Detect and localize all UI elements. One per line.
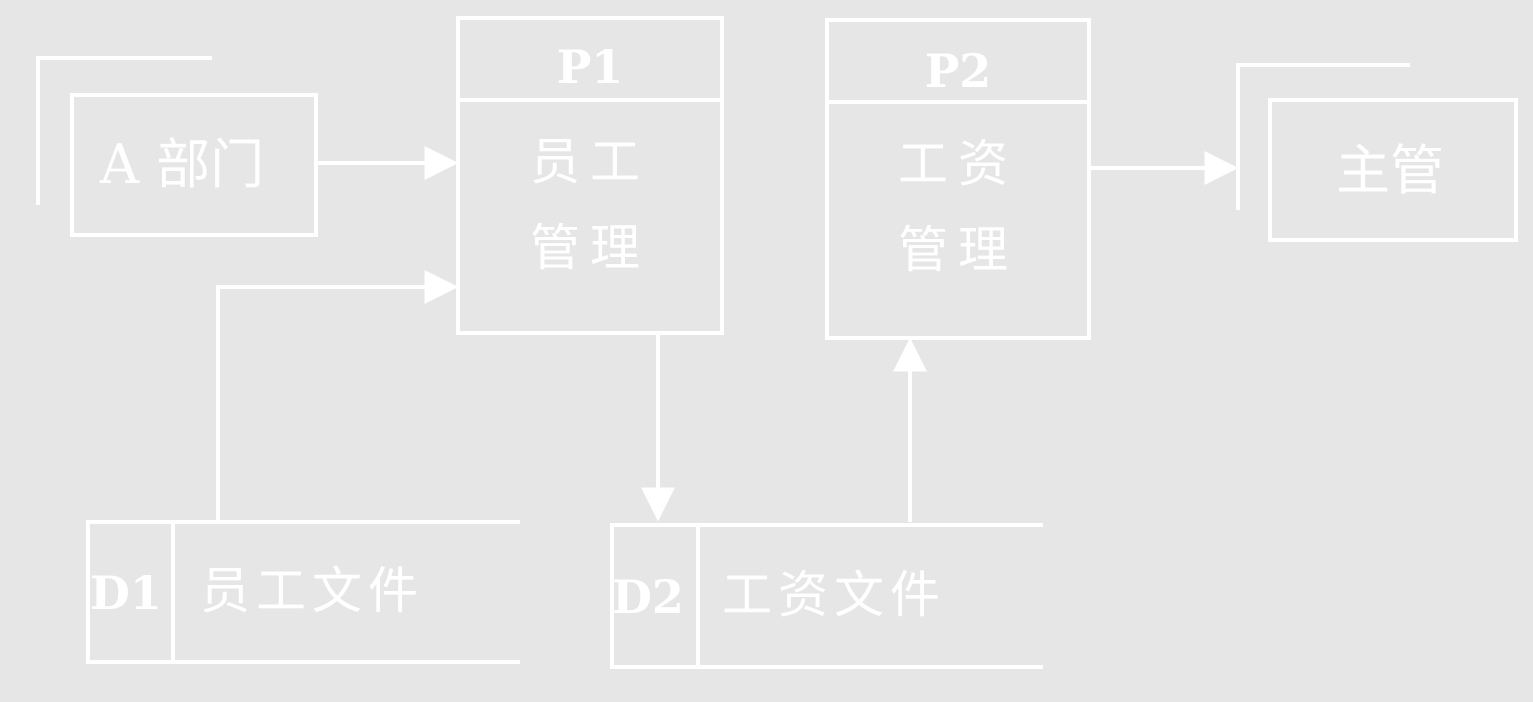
- process-p2-id: P2: [924, 44, 992, 98]
- process-p1-name-line1: 员工: [530, 133, 650, 191]
- store-d1-name: 员工文件: [200, 562, 424, 620]
- store-d2-name: 工资文件: [722, 566, 946, 624]
- entity-manager-label: 主管: [1336, 139, 1444, 202]
- entity-manager-box: [1268, 98, 1518, 242]
- store-d1-id: D1: [90, 566, 162, 620]
- process-p2-name-line1: 工资: [898, 135, 1018, 193]
- process-p1-name-line2: 管理: [530, 219, 650, 277]
- store-d1-frame: [86, 520, 520, 664]
- entity-a-box: [70, 93, 318, 237]
- store-d2-frame: [610, 523, 1043, 669]
- process-p1-id: P1: [556, 40, 624, 94]
- entity-a-label: A 部门: [100, 133, 265, 196]
- process-p2-box: [825, 18, 1091, 340]
- process-p2-name-line2: 管理: [898, 221, 1018, 279]
- store-d2-id: D2: [612, 570, 684, 624]
- flow-d1-to-p1: [216, 270, 459, 520]
- entity-a-shadow: [36, 56, 212, 205]
